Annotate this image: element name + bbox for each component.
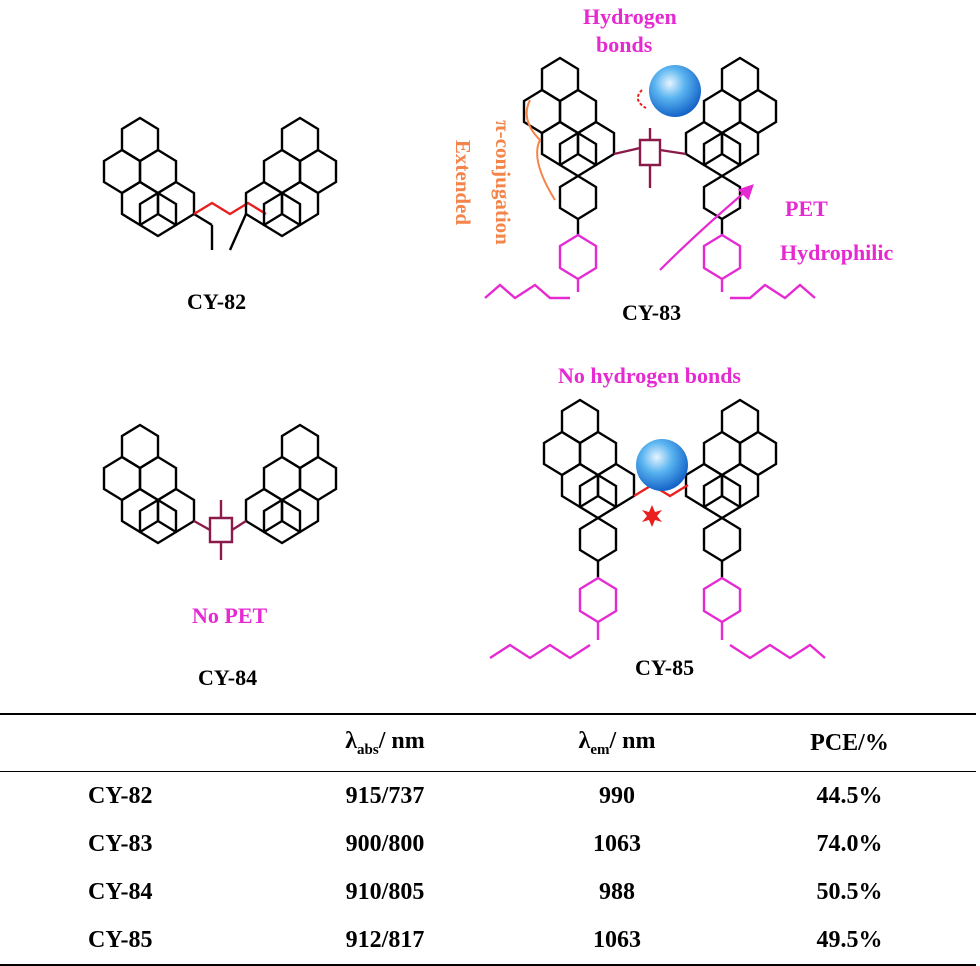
extended-label-line1: Extended xyxy=(451,139,476,226)
cy85-label: CY-85 xyxy=(635,655,695,680)
pet-label: PET xyxy=(785,196,828,221)
header-compound xyxy=(0,714,259,772)
hydrophilic-label: Hydrophilic xyxy=(780,240,894,265)
cy82-structure xyxy=(102,116,338,251)
header-em: λem/ nm xyxy=(578,727,656,758)
header-abs: λabs/ nm xyxy=(345,727,425,758)
cy85-structure xyxy=(489,398,826,660)
table-header-row: λabs/ nm λem/ nm PCE/% xyxy=(0,714,976,772)
cell-compound: CY-84 xyxy=(88,878,153,905)
table-row: CY-83 900/800 1063 74.0% xyxy=(0,820,976,868)
table-row: CY-85 912/817 1063 49.5% xyxy=(0,916,976,965)
cell-compound: CY-85 xyxy=(88,926,153,953)
header-pce: PCE/% xyxy=(810,729,889,756)
cell-abs: 900/800 xyxy=(345,830,425,857)
water-sphere-icon xyxy=(636,439,688,491)
cy83-structure xyxy=(484,56,816,300)
cell-abs: 915/737 xyxy=(345,782,425,809)
extended-label-line2: π-conjugation xyxy=(490,120,515,245)
structures-diagram xyxy=(102,56,826,660)
cell-em: 990 xyxy=(599,782,635,809)
cy83-label: CY-83 xyxy=(622,300,682,325)
hydrogen-bonds-label-line1: Hydrogen xyxy=(583,4,677,29)
table-row: CY-84 910/805 988 50.5% xyxy=(0,868,976,916)
cell-pce: 74.0% xyxy=(816,830,883,857)
properties-table: λabs/ nm λem/ nm PCE/% CY-82 915/737 990… xyxy=(0,713,976,966)
clash-burst-icon xyxy=(642,505,662,527)
hydrogen-bonds-label-line2: bonds xyxy=(596,32,653,57)
cell-pce: 44.5% xyxy=(816,782,883,809)
cy84-structure xyxy=(102,423,338,560)
table-row: CY-82 915/737 990 44.5% xyxy=(0,772,976,821)
cy82-label: CY-82 xyxy=(187,289,247,314)
cell-abs: 912/817 xyxy=(345,926,425,953)
cell-em: 1063 xyxy=(593,926,641,953)
water-molecule-cy83 xyxy=(649,65,701,117)
no-pet-label: No PET xyxy=(192,603,268,628)
cell-pce: 50.5% xyxy=(816,878,883,905)
water-sphere-icon xyxy=(649,65,701,117)
water-molecule-cy85 xyxy=(636,439,688,491)
cell-em: 1063 xyxy=(593,830,641,857)
cell-abs: 910/805 xyxy=(345,878,425,905)
cell-pce: 49.5% xyxy=(816,926,883,953)
cell-compound: CY-82 xyxy=(88,782,153,809)
cell-em: 988 xyxy=(599,878,635,905)
no-hydrogen-bonds-label: No hydrogen bonds xyxy=(558,363,741,388)
cy84-label: CY-84 xyxy=(198,665,258,690)
cell-compound: CY-83 xyxy=(88,830,153,857)
